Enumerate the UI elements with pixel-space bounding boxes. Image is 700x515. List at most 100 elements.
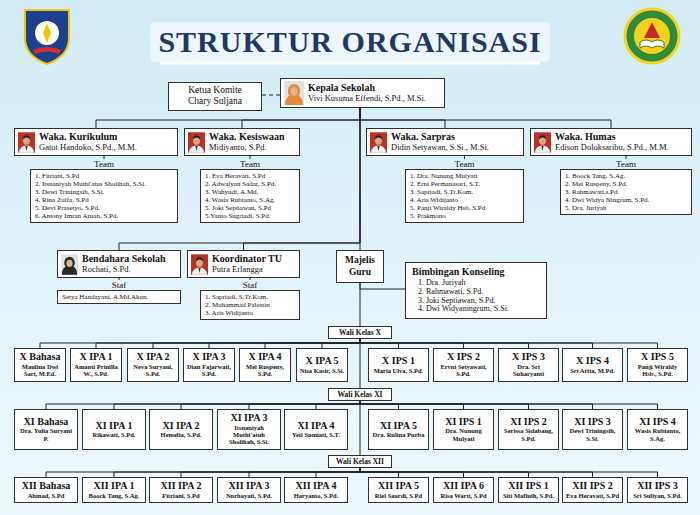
committee-box: Ketua KomiteChary Suljana bbox=[168, 82, 262, 111]
org-connector bbox=[360, 339, 361, 388]
photo-face bbox=[539, 136, 546, 145]
org-connector bbox=[46, 468, 360, 477]
node-text: Yeti Sumiati, S.T. bbox=[287, 431, 345, 438]
node-text: Chary Suljana bbox=[173, 96, 257, 107]
text-column: Waka. KesiswaanMidiyanto, S.Pd. bbox=[209, 131, 295, 152]
org-connector bbox=[114, 401, 360, 409]
node-text: Nisa Kasir, S.Si. bbox=[299, 367, 345, 374]
node-text: Eva Heravati, S.Pd bbox=[565, 492, 620, 499]
photo-face bbox=[290, 87, 297, 96]
photo-shirt bbox=[189, 145, 204, 152]
team-box: Team1. Fitriani, S.Pd2. Itsnaniyah Muthi… bbox=[30, 159, 178, 224]
node-text: Amanti Prinilla W., S.Pd. bbox=[73, 363, 119, 378]
node-text: Sri Arita, M.Pd. bbox=[565, 367, 620, 374]
photo-veil bbox=[288, 84, 300, 98]
org-connector bbox=[360, 401, 658, 409]
text-column: Kepala SekolahVivi Kusuma Effendi, S.Pd.… bbox=[308, 82, 440, 103]
node-text: Maria Ulva, S.Pd. bbox=[371, 367, 426, 374]
text-column: Bendahara SekolahRochati, S.Pd. bbox=[82, 253, 176, 274]
class-box: X IPS 5Panji Wiraldy Hsb., S.Pd. bbox=[627, 348, 688, 382]
class-box: XII BahasaAhmad, S.Pd bbox=[14, 477, 78, 503]
team-box: Team1. Dra. Nunung Mulyati2. Erni Perman… bbox=[405, 159, 524, 224]
node-text: Itsnaniyah Muthi'atuh Sholihah, S.Si. bbox=[220, 424, 278, 446]
list-box: 1. Boock Tang, S.Ag.2. Mei Ruspeny, S.Pd… bbox=[560, 169, 692, 215]
portrait-photo bbox=[284, 81, 304, 105]
node-text: Serissa Sidabang, S.Pd. bbox=[501, 427, 556, 442]
node-text: Panji Wiraldy Hsb., S.Pd. bbox=[630, 363, 685, 378]
class-box: XI BahasaDra. Yulia Suryani P. bbox=[14, 409, 78, 450]
org-connector bbox=[360, 401, 529, 409]
node-text: 2. Muhammad Palestin bbox=[205, 301, 295, 309]
portrait-photo bbox=[534, 132, 551, 153]
node-text: XI IPS 3 bbox=[565, 416, 620, 428]
node-text: XI IPS 4 bbox=[630, 416, 685, 428]
node-text: 3. Rahmawati,s.Pd bbox=[565, 188, 687, 196]
photo-tie bbox=[25, 145, 27, 150]
org-connector bbox=[181, 468, 360, 477]
node-text: Haryanto, S.Pd. bbox=[287, 492, 345, 499]
homeroom-label: Wali Kelas XII bbox=[328, 455, 392, 468]
node-text: XI IPA 5 bbox=[371, 420, 426, 432]
node-text: XII IPA 4 bbox=[287, 480, 345, 492]
org-connector bbox=[360, 401, 399, 409]
node-text: Team bbox=[560, 159, 692, 169]
photo-tie bbox=[541, 145, 543, 150]
node-text: Wali Kelas XII bbox=[331, 457, 389, 466]
org-connector bbox=[114, 468, 360, 477]
node-text: Wali Kelas X bbox=[331, 328, 389, 337]
node-text: Kepala Sekolah bbox=[308, 82, 440, 94]
class-box: X IPA 1Amanti Prinilla W., S.Pd. bbox=[70, 348, 122, 382]
staff-box: Staf1. Sapriadi, S.Tr.Kom.2. Muhammad Pa… bbox=[200, 280, 300, 321]
node-text: XII Bahasa bbox=[17, 480, 75, 492]
node-text: Rikawati, S.Pd. bbox=[85, 431, 143, 438]
class-box: X BahasaMaulina Dwi Sari, M.Ed. bbox=[14, 348, 66, 382]
class-box: XII IPA 1Boock Tang, S.Ag. bbox=[82, 477, 146, 503]
class-box: XI IPA 3Itsnaniyah Muthi'atuh Sholihah, … bbox=[217, 409, 281, 450]
node-text: Putra Erlangga bbox=[212, 265, 295, 275]
org-connector bbox=[360, 283, 361, 326]
node-text: Dra. Sri Suharyanti bbox=[501, 363, 556, 378]
left-logo-ring bbox=[35, 21, 59, 45]
node-text: 3. Sapriadi, S.Tr.Kom. bbox=[410, 188, 519, 196]
org-connector bbox=[360, 401, 464, 409]
node-text: XII IPS 2 bbox=[565, 480, 620, 492]
node-text: 5. Dra. Juriyah bbox=[565, 204, 687, 212]
node-text: Dra. Nunung Mulyati bbox=[436, 427, 491, 442]
node-text: XII IPS 1 bbox=[501, 480, 556, 492]
team-box: Team1. Eva Heravati, S.Pd2. Adwalyan Sad… bbox=[200, 159, 300, 224]
photo-ground bbox=[370, 132, 387, 152]
photo-veil bbox=[64, 256, 75, 268]
org-connector bbox=[360, 401, 593, 409]
photo-face bbox=[66, 259, 72, 266]
node-text: 4. Aris Widijanto bbox=[410, 196, 519, 204]
node-text: XI IPA 1 bbox=[85, 420, 143, 432]
node-text: 5.Yanto Sugriadi, S.Pd. bbox=[205, 212, 295, 220]
node-text: Dewi Triningsih, S.Si. bbox=[565, 427, 620, 442]
node-text: XI IPA 4 bbox=[287, 420, 345, 432]
portrait-photo bbox=[18, 132, 35, 153]
treasurer-box: Bendahara SekolahRochati, S.Pd. bbox=[57, 250, 181, 278]
class-box: XI IPS 2Serissa Sidabang, S.Pd. bbox=[498, 409, 559, 450]
node-text: 4. Dwi Widya Ningrum, S.Pd. bbox=[565, 196, 687, 204]
node-text: XI IPA 2 bbox=[152, 420, 210, 432]
org-connector bbox=[209, 339, 360, 348]
node-text: X IPA 4 bbox=[242, 351, 288, 363]
right-logo-book bbox=[640, 40, 664, 48]
node-text: Siti Mafluih, S.Pd. bbox=[501, 492, 556, 499]
class-box: X IPA 3Dian Fajarwati, S.Pd. bbox=[183, 348, 235, 382]
node-text: Waka. Humas bbox=[555, 131, 687, 143]
chart-title: STRUKTUR ORGANISASI bbox=[0, 24, 700, 60]
node-text: Ervni Setyawati, S.Pd. bbox=[436, 363, 491, 378]
photo-ground bbox=[191, 254, 208, 274]
node-text: 4. Dwi Widyaningrum, S.Si. bbox=[412, 305, 540, 314]
node-text: 1. Sapriadi, S.Tr.Kom. bbox=[205, 293, 295, 301]
node-text: 2. Rahmawati, S.Pd. bbox=[412, 288, 540, 297]
photo-face bbox=[193, 136, 200, 145]
photo-face bbox=[375, 136, 382, 145]
text-column: Waka. KurikulumGatot Handoko, S.Pd., M.M… bbox=[39, 131, 173, 152]
node-text: Boock Tang, S.Ag. bbox=[85, 492, 143, 499]
node-text: Majelis Guru bbox=[339, 255, 381, 278]
list-box: 1. Dra. Nunung Mulyati2. Erni Permanasar… bbox=[405, 169, 524, 223]
node-text: Koordinator TU bbox=[212, 253, 295, 265]
